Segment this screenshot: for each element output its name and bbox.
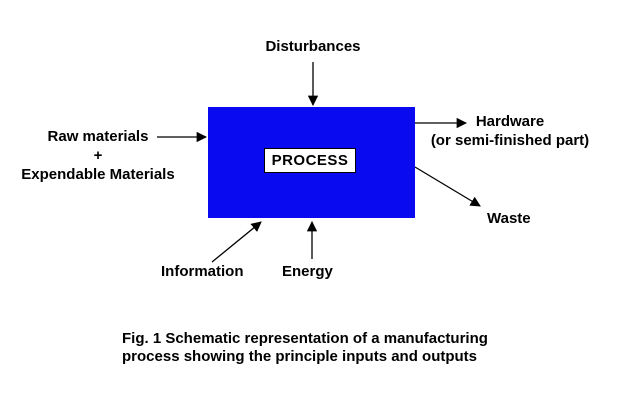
label-waste: Waste <box>487 210 531 227</box>
label-hardware: Hardware <box>475 113 545 130</box>
arrow-information <box>211 221 262 263</box>
label-information: Information <box>161 263 244 280</box>
label-expendable-materials: Expendable Materials <box>21 166 175 183</box>
label-hardware-sub: (or semi-finished part) <box>430 132 590 149</box>
figure-caption-line1: Fig. 1 Schematic representation of a man… <box>122 330 488 347</box>
figure-caption-line2: process showing the principle inputs and… <box>122 348 478 365</box>
figure-caption: Fig. 1 Schematic representation of a man… <box>122 330 488 366</box>
label-raw-materials-block: Raw materials + Expendable Materials <box>6 127 190 184</box>
label-raw-materials: Raw materials <box>47 128 149 145</box>
label-plus: + <box>93 147 103 164</box>
label-hardware-block: Hardware (or semi-finished part) <box>420 112 600 150</box>
arrow-waste <box>414 166 481 207</box>
label-disturbances: Disturbances <box>265 38 361 55</box>
label-energy: Energy <box>282 263 333 280</box>
process-label: PROCESS <box>264 148 356 173</box>
